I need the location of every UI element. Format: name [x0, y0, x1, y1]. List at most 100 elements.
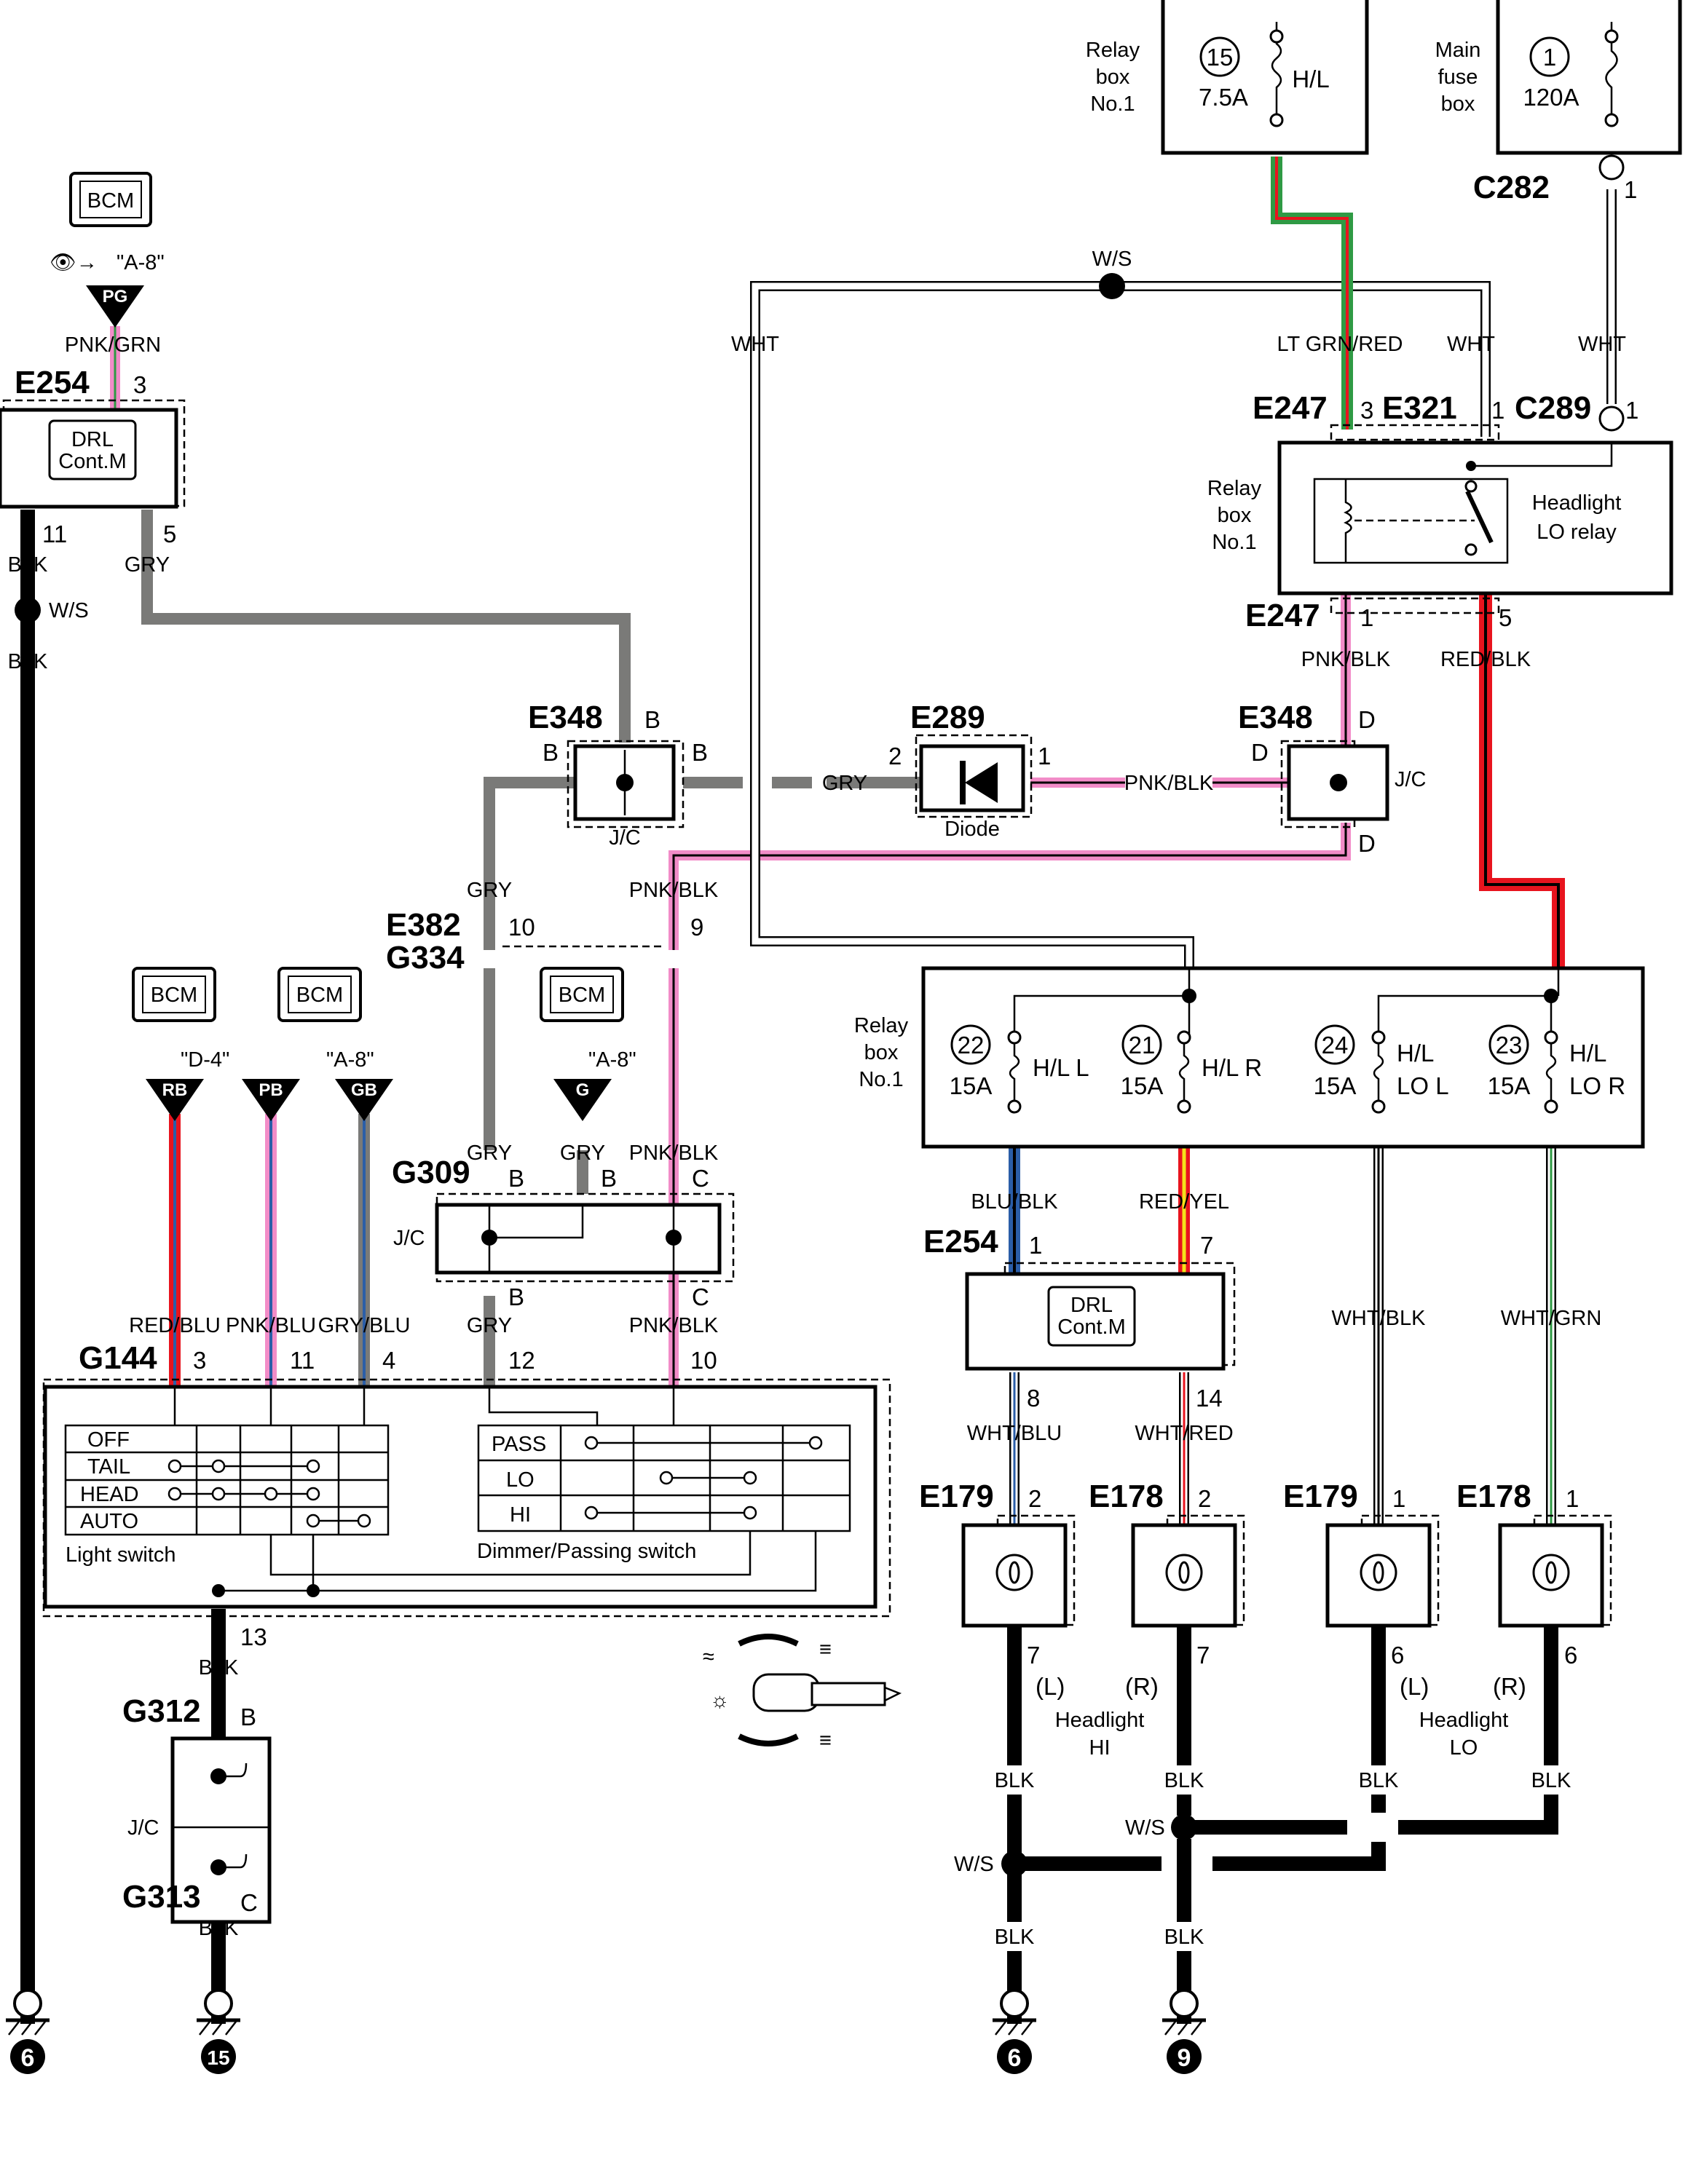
ref-a8b: "A-8"	[588, 1048, 636, 1072]
blk-hl-2: BLK	[1164, 1769, 1204, 1792]
svg-text:1: 1	[1392, 1485, 1405, 1512]
sw-pin-11: 11	[290, 1347, 315, 1374]
g309-id: G309	[392, 1155, 470, 1190]
blk-bg-3	[1362, 1765, 1395, 1795]
svg-text:E179: E179	[1283, 1479, 1358, 1514]
blk-label-2: BLK	[8, 650, 48, 673]
bcm-ref-a8: "A-8"	[117, 251, 165, 274]
g312-switch	[218, 1762, 248, 1869]
main-fuse-box: 1 120A	[1496, 0, 1682, 155]
bcm-terminal-pg	[86, 285, 144, 328]
e348-right-dleft: D	[1251, 739, 1269, 766]
ground-icon-6-right: 6	[993, 1989, 1036, 2074]
term-pb	[242, 1079, 300, 1121]
c282-terminal	[1598, 154, 1625, 181]
light-switch-label: Light switch	[66, 1543, 176, 1567]
pnkblk-down-label: PNK/BLK	[629, 879, 719, 902]
g309-b2: B	[601, 1165, 617, 1192]
headlight-hi-left: E179 2 7 (L)	[919, 1479, 1076, 1700]
g309-node-1	[481, 1230, 497, 1246]
svg-text:H/L: H/L	[1569, 1040, 1606, 1067]
e348-right-id: E348	[1238, 700, 1313, 735]
main-fuse-label-2: fuse	[1438, 66, 1478, 89]
svg-text:E179: E179	[919, 1479, 994, 1514]
ground-icon-15: 15	[197, 1989, 240, 2074]
svg-text:H/L L: H/L L	[1033, 1054, 1089, 1081]
redblu-label: RED/BLU	[129, 1314, 221, 1337]
switch-node-2	[212, 1584, 225, 1597]
light-switch-table: OFF TAIL HEAD AUTO	[64, 1387, 390, 1536]
wht-label-right: WHT	[1578, 333, 1626, 356]
wire-pnkblk-loop	[669, 823, 1351, 950]
blk-bg-6	[1167, 1922, 1200, 1951]
sw-pin-12: 12	[508, 1347, 535, 1374]
g309-c: C	[692, 1165, 709, 1192]
blk-switch-label: BLK	[199, 1656, 239, 1679]
gry-mid-label: GRY	[822, 772, 867, 795]
jc-right-label: J/C	[1395, 768, 1427, 791]
e321-id: E321	[1382, 390, 1457, 426]
diode-icon	[919, 744, 1025, 812]
dimmer-switch-table: PASS LO HI	[477, 1387, 851, 1532]
svg-text:6: 6	[21, 2044, 35, 2072]
svg-text:(L): (L)	[1036, 1673, 1065, 1700]
main-fuse-label-1: Main	[1435, 39, 1481, 62]
wire-wht-loop	[750, 281, 1491, 968]
g313-id: G313	[122, 1879, 201, 1915]
e382-id: E382	[386, 907, 461, 943]
e382-pin10: 10	[508, 914, 535, 941]
headlight-hi-label-1: Headlight	[1055, 1709, 1145, 1732]
svg-text:2: 2	[1198, 1485, 1211, 1512]
whtblu-label: WHT/BLU	[967, 1422, 1062, 1445]
ws-splice-l	[1001, 1851, 1028, 1877]
svg-text:HEAD: HEAD	[80, 1483, 139, 1506]
g144-id: G144	[79, 1340, 157, 1376]
relay-bottom-label-3: No.1	[859, 1068, 903, 1091]
wire-stripe	[1484, 593, 1560, 968]
blk-hl-4: BLK	[1531, 1769, 1571, 1792]
bcm-icon-d4: BCM	[132, 967, 216, 1022]
svg-text:1: 1	[1543, 44, 1556, 71]
svg-text:HI: HI	[510, 1503, 531, 1527]
wire-wht-inner	[752, 282, 1489, 968]
svg-text:15A: 15A	[1314, 1072, 1357, 1099]
svg-text:TAIL: TAIL	[87, 1455, 130, 1479]
e254-left-id: E254	[15, 365, 90, 400]
e348-left-bleft: B	[543, 739, 559, 766]
e348-left-btop: B	[644, 706, 660, 733]
e247-bot-pin5: 5	[1499, 604, 1512, 631]
whtblk-label: WHT/BLK	[1332, 1307, 1427, 1330]
drl-cont-icon-left: DRL Cont.M	[48, 419, 137, 480]
c282-id: C282	[1473, 170, 1550, 205]
e247-top-pin3: 3	[1360, 397, 1373, 424]
blk-bg-4	[1534, 1765, 1567, 1795]
e247-top-id: E247	[1253, 390, 1328, 426]
gry-label-1: GRY	[125, 553, 170, 577]
svg-text:E178: E178	[1456, 1479, 1531, 1514]
ws-splice-r	[1171, 1814, 1197, 1840]
svg-text:2: 2	[1028, 1485, 1041, 1512]
diode-pin1: 1	[1038, 743, 1051, 769]
redyel-label: RED/YEL	[1139, 1190, 1229, 1214]
svg-text:H/L: H/L	[1397, 1040, 1434, 1067]
sw-pin-10: 10	[690, 1347, 717, 1374]
e254-right-id: E254	[923, 1224, 998, 1259]
svg-text:Cont.M: Cont.M	[1057, 1315, 1125, 1339]
dimmer-switch-label: Dimmer/Passing switch	[477, 1540, 696, 1563]
switch-node	[307, 1584, 320, 1597]
headlight-lo-label-2: LO	[1450, 1736, 1478, 1760]
c282-pin: 1	[1624, 176, 1637, 203]
e348-right-dtop: D	[1358, 706, 1376, 733]
svg-text:9: 9	[1178, 2044, 1191, 2072]
diode-pin2: 2	[888, 743, 902, 769]
relay-box-label-top: Relay	[1086, 39, 1140, 62]
relay-bus-node-1	[1182, 989, 1196, 1003]
g309-jc: J/C	[393, 1227, 425, 1250]
blk-bg-2	[1167, 1765, 1200, 1795]
sw-pin-13: 13	[240, 1623, 267, 1650]
blk-g313-label: BLK	[199, 1917, 239, 1940]
ground-icon-left: 6	[6, 1989, 50, 2074]
c289-pin: 1	[1625, 397, 1638, 424]
ref-d4: "D-4"	[181, 1048, 229, 1072]
wire-gry-e348-down	[484, 777, 583, 950]
